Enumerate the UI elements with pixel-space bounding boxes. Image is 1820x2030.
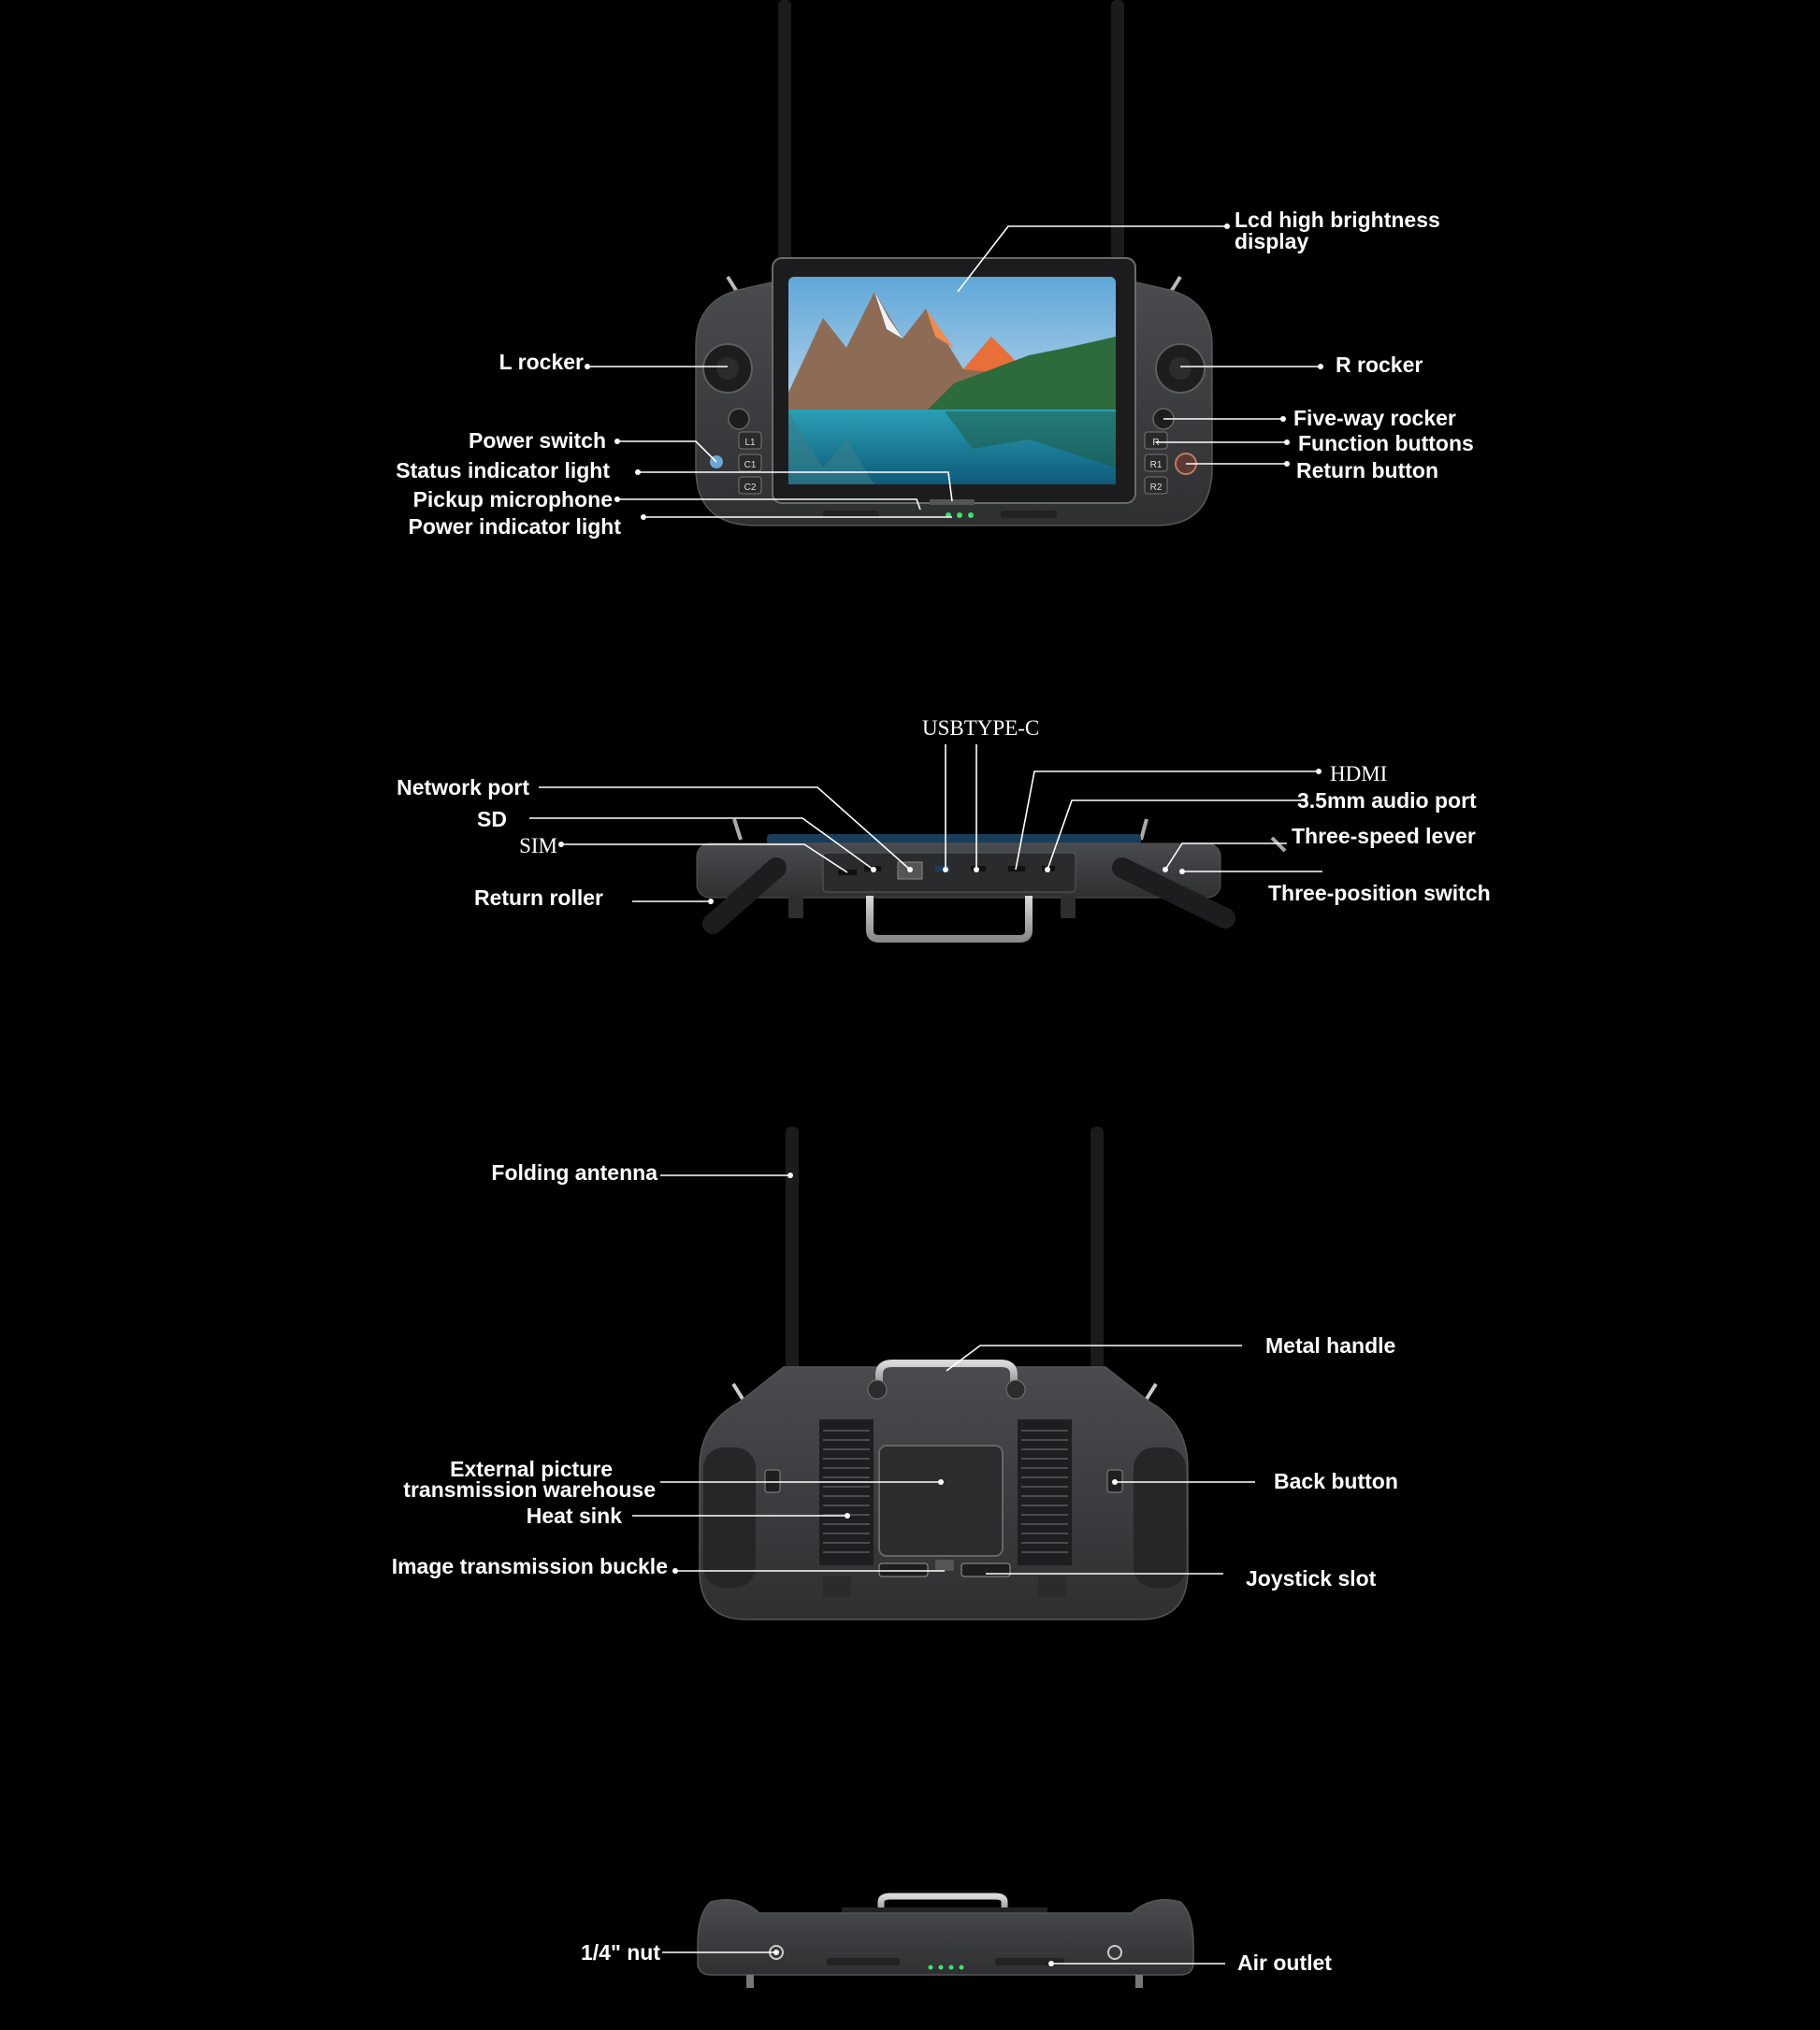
button-c1: C1 [744,460,757,470]
folding-antenna-right [1091,1127,1104,1370]
label-air-outlet: Air outlet [1237,1951,1332,1975]
antenna-right [1111,0,1124,262]
label-audio-port: 3.5mm audio port [1297,788,1477,813]
metal-handle [875,1360,1018,1386]
label-r-rocker: R rocker [1336,353,1423,377]
bottom-view: 1/4" nut Air outlet [581,1893,1332,1988]
air-outlet-left [827,1958,900,1965]
quarter-nut-right [1107,1945,1122,1960]
label-folding-antenna: Folding antenna [491,1160,657,1185]
label-l-rocker: L rocker [499,350,584,374]
air-outlet-right [995,1958,1064,1965]
label-hdmi: HDMI [1330,762,1387,785]
label-external-picture-2: transmission warehouse [403,1477,656,1502]
label-return-roller: Return roller [474,885,603,910]
label-lcd-display-1: Lcd high brightness [1235,208,1440,232]
label-usb-type-c: USBTYPE-C [922,716,1039,740]
button-l1: L1 [744,438,756,448]
back-view: Folding antenna Metal handle External pi… [392,1127,1398,1620]
label-lcd-display-2: display [1235,229,1308,253]
label-back-button: Back button [1274,1469,1398,1493]
label-metal-handle: Metal handle [1265,1333,1395,1358]
label-image-transmission-buckle: Image transmission buckle [392,1554,668,1578]
antenna-left [778,0,791,262]
label-sim: SIM [519,834,557,857]
port-panel [822,852,1076,893]
right-button-column: R R1 R2 [1144,431,1168,495]
label-power-indicator: Power indicator light [409,514,622,539]
top-handle [866,896,1033,943]
label-sd: SD [477,807,507,831]
label-function-buttons: Function buttons [1298,431,1474,455]
label-pickup-microphone: Pickup microphone [413,487,613,511]
external-transmission-bay [878,1445,1004,1557]
label-power-switch: Power switch [469,428,606,453]
button-c2: C2 [744,482,757,493]
left-button-column: L1 C1 C2 [738,431,762,495]
label-three-speed-lever: Three-speed lever [1292,824,1476,848]
label-joystick-slot: Joystick slot [1246,1566,1377,1591]
back-button-left [764,1469,781,1493]
heat-sink-right [1018,1419,1072,1565]
label-three-position-switch: Three-position switch [1268,881,1491,905]
button-r1: R1 [1150,460,1163,470]
lcd-screen [788,277,1116,484]
right-stick-side [1112,857,1235,929]
label-quarter-nut: 1/4" nut [581,1940,660,1965]
label-five-way-rocker: Five-way rocker [1293,406,1456,430]
label-status-indicator: Status indicator light [396,458,610,482]
label-external-picture-1: External picture [450,1457,613,1481]
joystick-slot-right [961,1562,1011,1577]
joystick-slot-left [878,1562,929,1577]
label-network-port: Network port [397,775,529,799]
controller-bottom-body [697,1899,1194,1976]
folding-antenna-left [786,1127,799,1370]
image-transmission-buckle [935,1560,954,1571]
label-heat-sink: Heat sink [527,1504,622,1528]
heat-sink-left [819,1419,874,1565]
left-stick-side [702,857,787,934]
front-view: L1 C1 C2 R R1 R2 [396,0,1474,539]
button-r2: R2 [1150,482,1163,493]
top-view: USBTYPE-C HDMI Network port SD SIM 3.5mm… [397,716,1491,943]
label-return-button: Return button [1296,458,1438,482]
